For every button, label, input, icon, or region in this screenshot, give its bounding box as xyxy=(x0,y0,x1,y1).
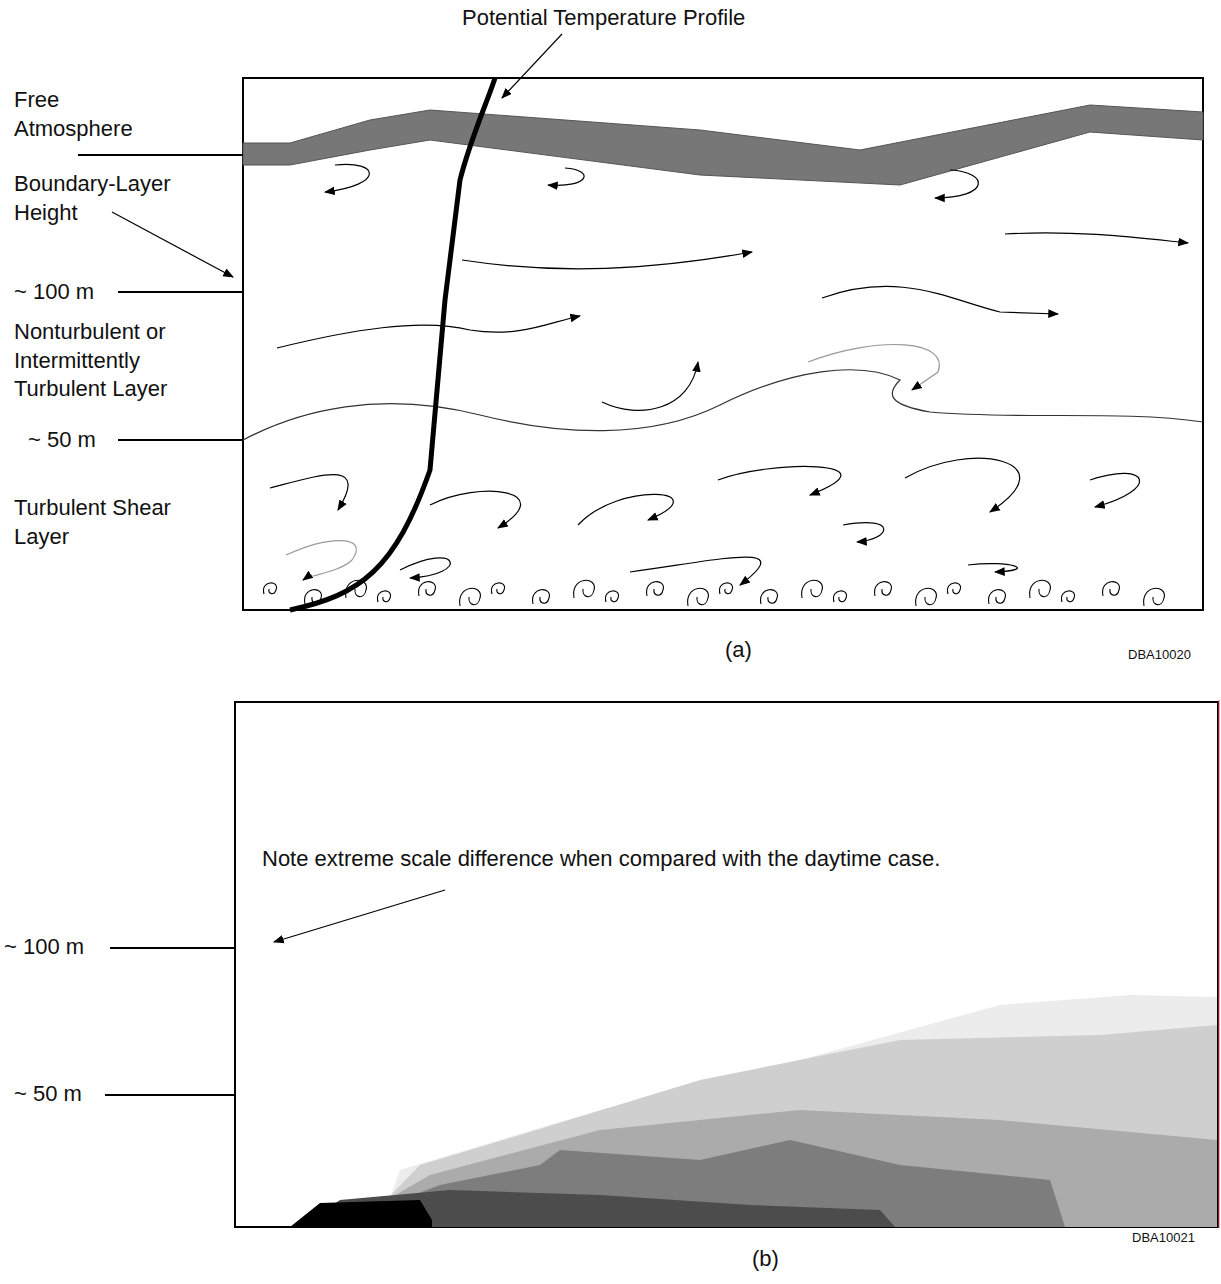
panel-label: (a) xyxy=(725,636,752,665)
edge-line xyxy=(1219,700,1220,1228)
layer-interface xyxy=(243,370,1203,440)
height-label: ~ 50 m xyxy=(14,1080,82,1109)
note-text: Note extreme scale difference when compa… xyxy=(262,845,940,874)
tick-line xyxy=(118,291,243,293)
tick-line xyxy=(110,947,235,949)
figure-title: Potential Temperature Profile xyxy=(462,4,745,33)
height-label: ~ 100 m xyxy=(14,278,94,307)
leader-line xyxy=(502,34,562,98)
layer-label: Turbulent Shear Layer xyxy=(14,494,194,551)
panel-label: (b) xyxy=(752,1245,779,1274)
figure-code: DBA10020 xyxy=(1128,647,1191,664)
tick-line xyxy=(118,439,243,441)
inversion-band xyxy=(243,105,1203,185)
figure-code: DBA10021 xyxy=(1132,1230,1195,1247)
potential-temperature-profile xyxy=(290,78,495,610)
height-label: ~ 50 m xyxy=(28,426,96,455)
flow-arrow xyxy=(808,345,939,390)
layer-label: Boundary-Layer Height xyxy=(14,170,214,227)
panel-frame xyxy=(243,78,1203,610)
flow-arrow xyxy=(286,541,356,580)
panel-frame xyxy=(235,702,1218,1227)
small-eddies xyxy=(263,580,1164,606)
leader-line xyxy=(274,890,445,942)
layer-label: Free Atmosphere xyxy=(14,86,174,143)
tick-line xyxy=(78,154,243,156)
leader-line xyxy=(112,212,233,277)
stable-layers xyxy=(290,995,1217,1227)
layer-label: Nonturbulent or Intermittently Turbulent… xyxy=(14,318,229,404)
tick-line xyxy=(105,1094,235,1096)
height-label: ~ 100 m xyxy=(4,933,84,962)
